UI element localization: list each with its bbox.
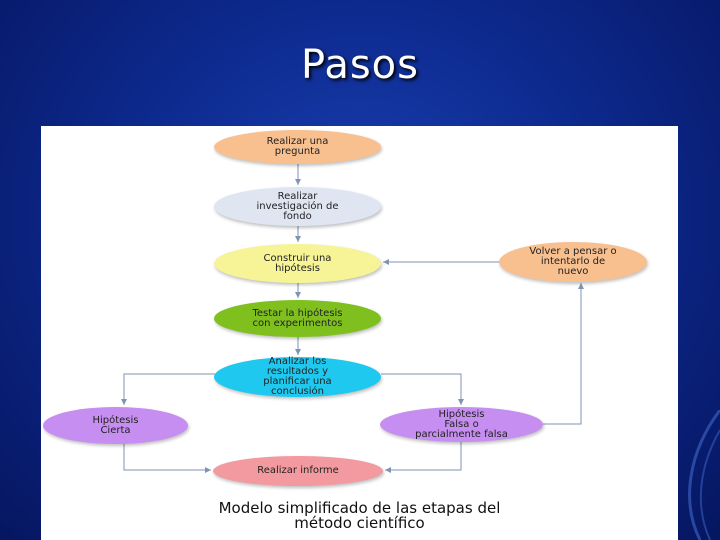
node-hipotesis-cierta: Hipótesis Cierta bbox=[43, 407, 188, 444]
arrow-falsa-volver bbox=[543, 283, 584, 425]
scientific-method-diagram: Realizar una pregunta Realizar investiga… bbox=[41, 126, 678, 540]
node-analizar-resultados: Analizar los resultados y planificar una… bbox=[214, 357, 381, 397]
slide-title: Pasos bbox=[301, 42, 419, 88]
arrow-falsa-informe bbox=[385, 440, 462, 473]
node-hipotesis-falsa: Hipótesis Falsa o parcialmente falsa bbox=[380, 407, 543, 442]
node-realizar-informe: Realizar informe bbox=[213, 456, 383, 486]
node-testar-hipotesis: Testar la hipótesis con experimentos bbox=[214, 300, 381, 337]
diagram-connectors bbox=[121, 163, 584, 473]
arrow-analizar-cierta bbox=[121, 373, 215, 405]
node-construir-hipotesis: Construir una hipótesis bbox=[214, 244, 381, 283]
node-investigacion-fondo: Realizar investigación de fondo bbox=[214, 187, 381, 226]
arrow-cierta-informe bbox=[123, 440, 211, 473]
diagram-caption: Modelo simplificado de las etapas del mé… bbox=[218, 499, 501, 532]
arrow-analizar-falsa bbox=[381, 373, 464, 405]
node-realizar-pregunta: Realizar una pregunta bbox=[214, 130, 381, 164]
node-volver-pensar: Volver a pensar o intentarlo de nuevo bbox=[499, 242, 647, 282]
decorative-corner-swoosh bbox=[688, 410, 720, 540]
